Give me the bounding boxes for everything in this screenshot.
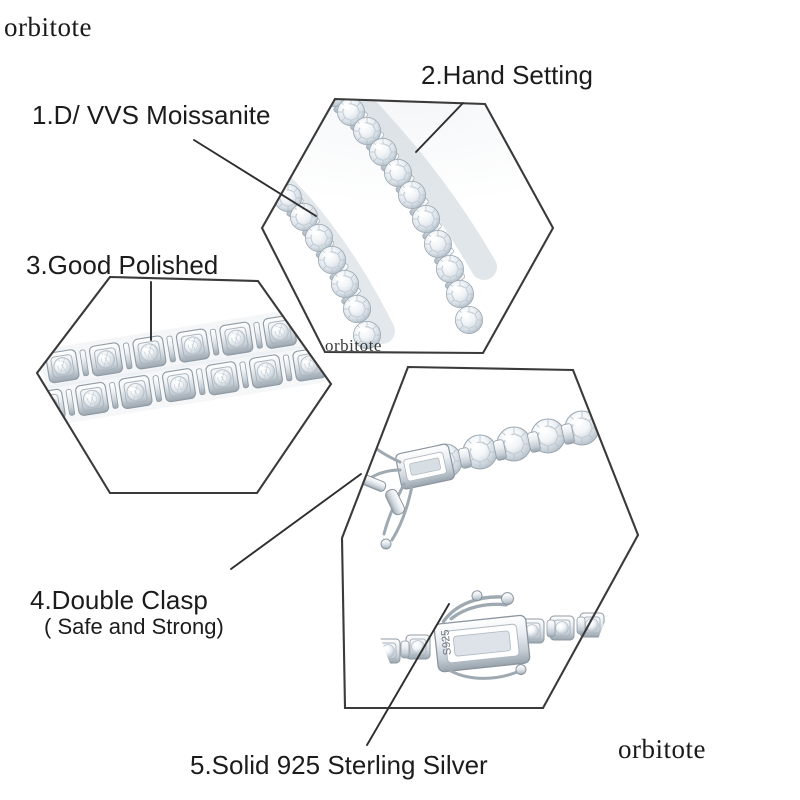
callout-label-5: 5.Solid 925 Sterling Silver bbox=[190, 750, 488, 780]
callout-label-4: 4.Double Clasp ( Safe and Strong) bbox=[30, 585, 224, 640]
watermark-bottom-right: orbitote bbox=[618, 734, 706, 764]
watermark-top-left: orbitote bbox=[4, 12, 92, 42]
callout-label-4-sub: ( Safe and Strong) bbox=[44, 614, 224, 639]
panel-top-hexagon-photo bbox=[262, 99, 554, 354]
callout-label-1: 1.D/ VVS Moissanite bbox=[32, 100, 271, 130]
panel-bottom-right-hexagon-photo: S925 bbox=[342, 366, 639, 709]
callout-label-2: 2.Hand Setting bbox=[421, 60, 594, 90]
panel-left-hexagon-photo bbox=[37, 277, 331, 494]
callout-label-3: 3.Good Polished bbox=[26, 250, 219, 280]
watermark-center: orbitote bbox=[325, 336, 382, 355]
callout-label-4-main: 4.Double Clasp bbox=[30, 585, 208, 615]
